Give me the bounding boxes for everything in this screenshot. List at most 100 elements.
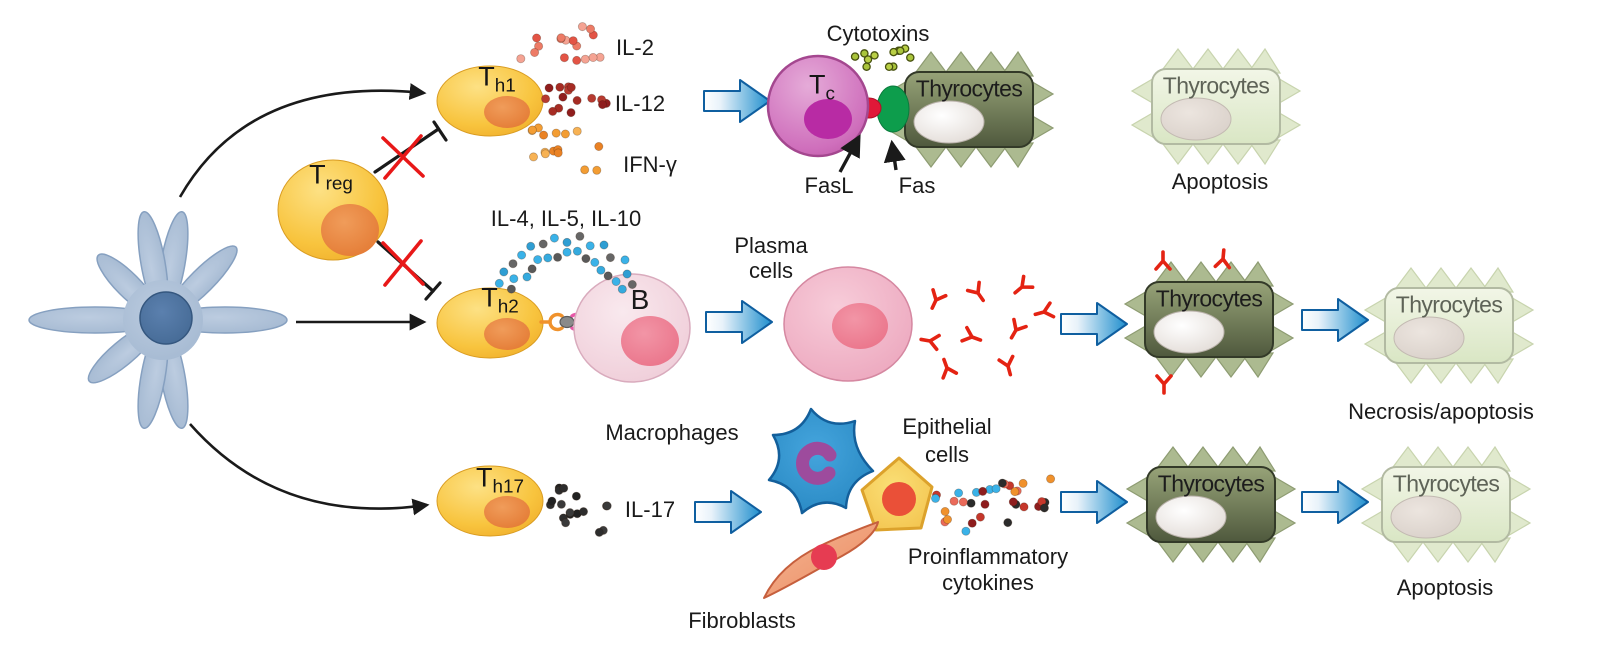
cytokine-dot xyxy=(579,507,589,517)
cytotoxin-dots-icon xyxy=(850,44,915,72)
thyrocytes-label-dark-middle: Thyrocytes xyxy=(1155,285,1263,312)
thyrocytes-label-dark-bottom: Thyrocytes xyxy=(1157,470,1265,497)
cytokine-dot xyxy=(889,47,898,57)
fibroblasts-label: Fibroblasts xyxy=(688,608,796,633)
cytokine-dot xyxy=(596,265,606,275)
cytokine-dot xyxy=(943,515,953,525)
proinflammatory-label-line2: cytokines xyxy=(942,570,1034,595)
cytokine-dot xyxy=(575,231,585,241)
cytokine-dot xyxy=(966,498,976,508)
cytokine-dot xyxy=(558,92,568,102)
cytokine-dot xyxy=(967,518,977,528)
cytokine-dot xyxy=(860,49,869,58)
cytokine-dot xyxy=(1010,487,1020,497)
thyrocyte-pale-middle xyxy=(1364,267,1534,384)
cytokine-dot xyxy=(571,491,581,501)
cytokine-dot xyxy=(494,278,504,288)
cytokine-dot xyxy=(622,269,632,279)
macrophage-nucleus xyxy=(796,441,837,485)
il2-dots-icon xyxy=(516,22,605,65)
cytokine-dot xyxy=(617,284,627,294)
cytokine-dot xyxy=(949,496,959,506)
block-arrow-5 xyxy=(694,490,762,534)
cytokine-dot xyxy=(884,62,894,72)
fasl-label: FasL xyxy=(804,173,854,198)
thyrocyte-dark-middle xyxy=(1124,261,1294,378)
cytokine-dot xyxy=(556,33,566,43)
th17-cell-icon xyxy=(436,465,544,537)
cytokine-dot xyxy=(566,108,576,118)
plasma-cells-label-line2: cells xyxy=(748,258,794,283)
cytokine-dot xyxy=(862,62,871,71)
epithelial-cell-icon xyxy=(860,456,934,532)
cytokine-dot xyxy=(602,501,612,511)
cytokine-dot xyxy=(516,54,526,64)
cytokine-dot xyxy=(527,264,537,274)
cytokine-dot xyxy=(980,499,990,509)
cytokine-dot xyxy=(559,483,569,493)
cytokine-dot xyxy=(562,247,572,257)
cytokine-dot xyxy=(590,257,600,267)
cytokine-dot xyxy=(565,508,575,518)
cytokine-dot xyxy=(560,129,570,139)
proinflammatory-dots-icon xyxy=(931,474,1056,536)
cytokine-dot xyxy=(627,279,637,289)
cytokine-dot xyxy=(611,276,621,286)
cytokine-dot xyxy=(561,518,571,528)
cytokine-dot xyxy=(572,96,582,106)
dendritic-nucleus xyxy=(139,291,193,345)
cytokine-dot xyxy=(559,53,569,63)
cytokine-dot xyxy=(539,130,549,140)
cytokine-dot xyxy=(991,484,1001,494)
treg-label: Treg xyxy=(309,159,353,195)
cytokine-dot xyxy=(958,497,968,507)
plasma-cells-label-line1: Plasma xyxy=(734,233,808,258)
cytokine-dot xyxy=(541,94,551,104)
cytokine-dot xyxy=(594,527,604,537)
cytokine-dot xyxy=(1019,502,1029,512)
cytokine-dot xyxy=(580,54,590,64)
macrophage-cell-icon xyxy=(767,407,875,515)
b-cell-label: B xyxy=(630,284,650,315)
il2-label: IL-2 xyxy=(616,35,654,60)
cytokine-dot xyxy=(551,128,561,138)
epithelial-label-line2: cells xyxy=(924,442,970,467)
th17-label: Th17 xyxy=(475,462,525,498)
thyrocytes-label-pale-middle: Thyrocytes xyxy=(1395,291,1503,318)
block-arrow-4 xyxy=(1301,298,1369,342)
cytokine-dot xyxy=(1046,474,1056,484)
cytokine-dot xyxy=(594,141,604,151)
cytokine-dot xyxy=(530,48,540,58)
macrophages-label: Macrophages xyxy=(605,420,739,445)
cytokine-dot xyxy=(506,284,516,294)
cytokine-dot xyxy=(508,259,518,269)
cytokine-dot xyxy=(954,488,964,498)
cytokine-dot xyxy=(555,82,565,92)
thyrocyte-pale-top xyxy=(1131,48,1301,165)
cytokine-dot xyxy=(522,272,532,282)
thyrocyte-dark-top xyxy=(884,51,1054,168)
cytokine-dot xyxy=(997,478,1007,488)
tc-label: Tc xyxy=(809,69,835,105)
il17-label: IL-17 xyxy=(624,497,676,522)
epithelial-label-line1: Epithelial xyxy=(902,414,992,439)
tc-cell-icon xyxy=(766,54,870,158)
cytokine-dot xyxy=(562,237,572,247)
il12-dots-icon xyxy=(541,82,611,118)
cytokine-dot xyxy=(940,506,950,516)
thyrocyte-dark-bottom xyxy=(1126,446,1296,563)
cytokine-dot xyxy=(620,255,630,265)
cytokine-dot xyxy=(850,52,860,61)
il4-il5-il10-label: IL-4, IL-5, IL-10 xyxy=(490,206,642,231)
cytokine-dot xyxy=(586,24,596,34)
cytokine-dot xyxy=(603,271,613,281)
cytokine-dot xyxy=(534,41,544,51)
activation-arrows xyxy=(178,83,430,516)
cytokine-dot xyxy=(547,496,557,506)
cytokine-dot xyxy=(577,22,587,32)
cytokine-dot xyxy=(544,83,554,93)
cytokine-dot xyxy=(540,149,550,159)
cytokine-dot xyxy=(580,165,590,175)
cytokine-dot xyxy=(549,233,559,243)
plasma-cell-icon xyxy=(783,266,913,382)
